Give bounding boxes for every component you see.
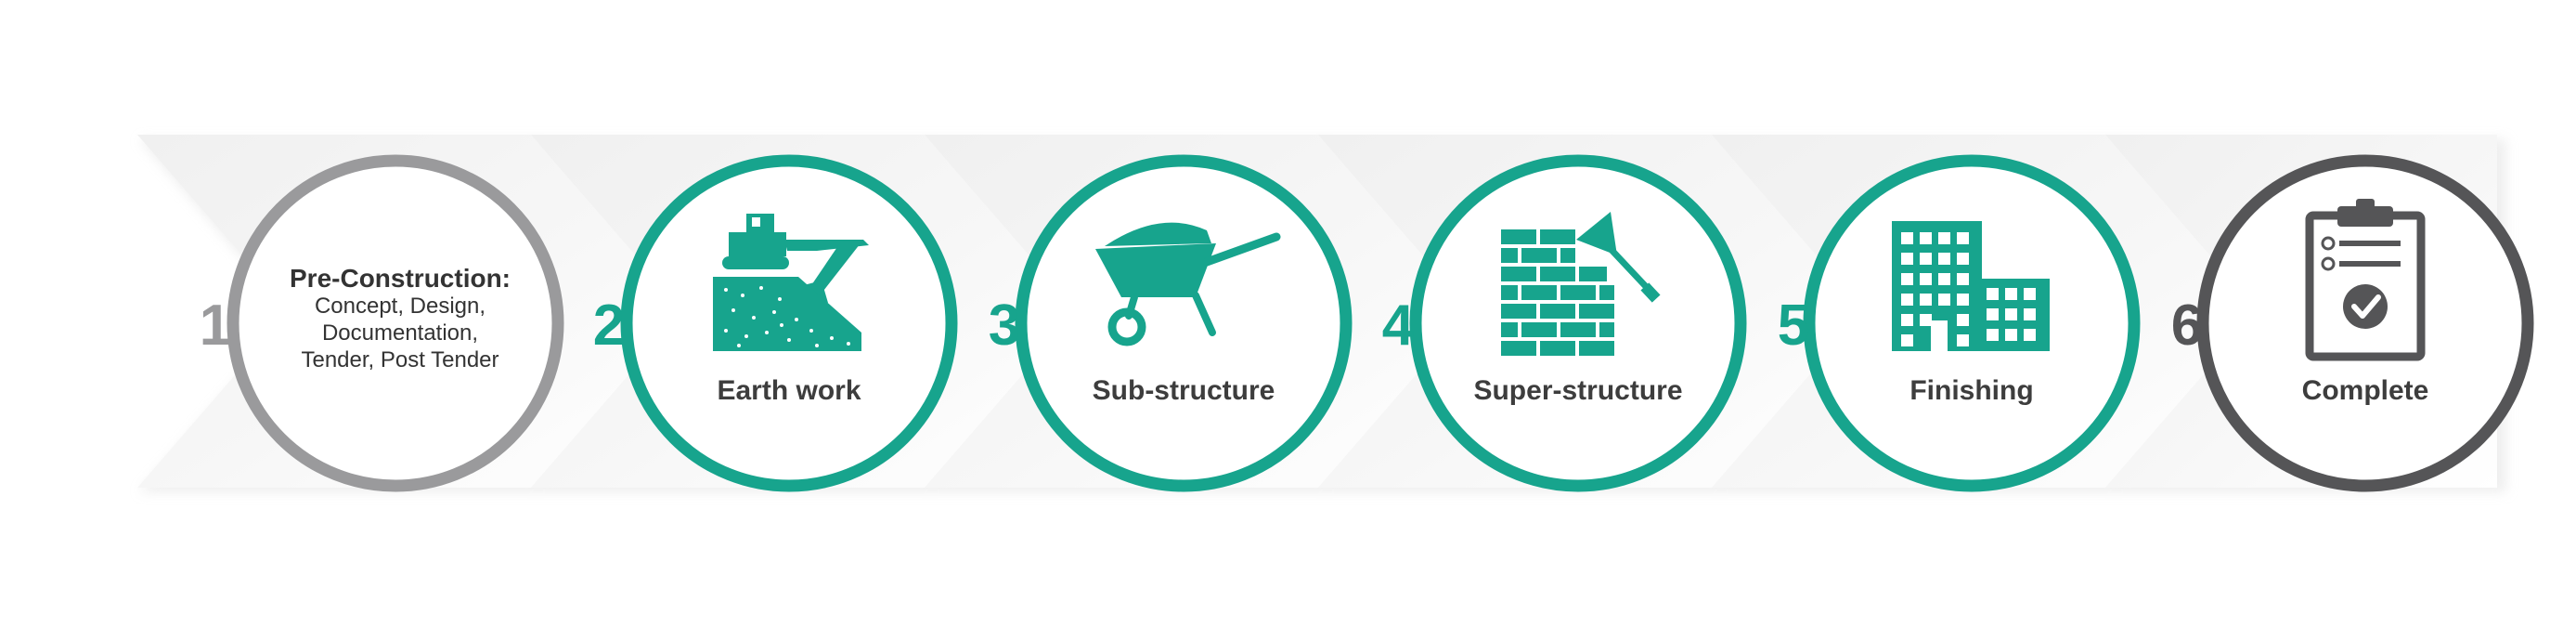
- step-number-4: 4: [1381, 294, 1415, 358]
- brick-wall-trowel-icon: [1501, 212, 1661, 356]
- pre-construction-title: Pre-Construction:: [290, 264, 511, 293]
- step-number-3: 3: [988, 294, 1021, 358]
- excavator-icon: [713, 214, 869, 351]
- step-label-finishing: Finishing: [1909, 375, 2034, 406]
- step-number-1: 1: [199, 294, 232, 358]
- step-label-sub-structure: Sub-structure: [1092, 375, 1275, 406]
- pre-construction-line: Tender, Post Tender: [301, 346, 499, 372]
- step-label-earth-work: Earth work: [717, 375, 861, 406]
- buildings-icon: [1892, 221, 2050, 351]
- pre-construction-line: Documentation,: [321, 320, 479, 346]
- clipboard-check-icon: [2305, 199, 2426, 361]
- wheelbarrow-icon: [1095, 222, 1281, 346]
- ring-1: [227, 154, 564, 492]
- step-number-5: 5: [1777, 294, 1810, 358]
- step-number-6: 6: [2170, 294, 2204, 358]
- step-label-super-structure: Super-structure: [1473, 375, 1683, 406]
- ring-3: [1015, 154, 1353, 492]
- pre-construction-block: Pre-Construction: Concept, Design, Docum…: [261, 264, 539, 374]
- step-number-2: 2: [592, 294, 626, 358]
- step-label-complete: Complete: [2301, 375, 2429, 406]
- pre-construction-line: Concept, Design,: [314, 294, 486, 320]
